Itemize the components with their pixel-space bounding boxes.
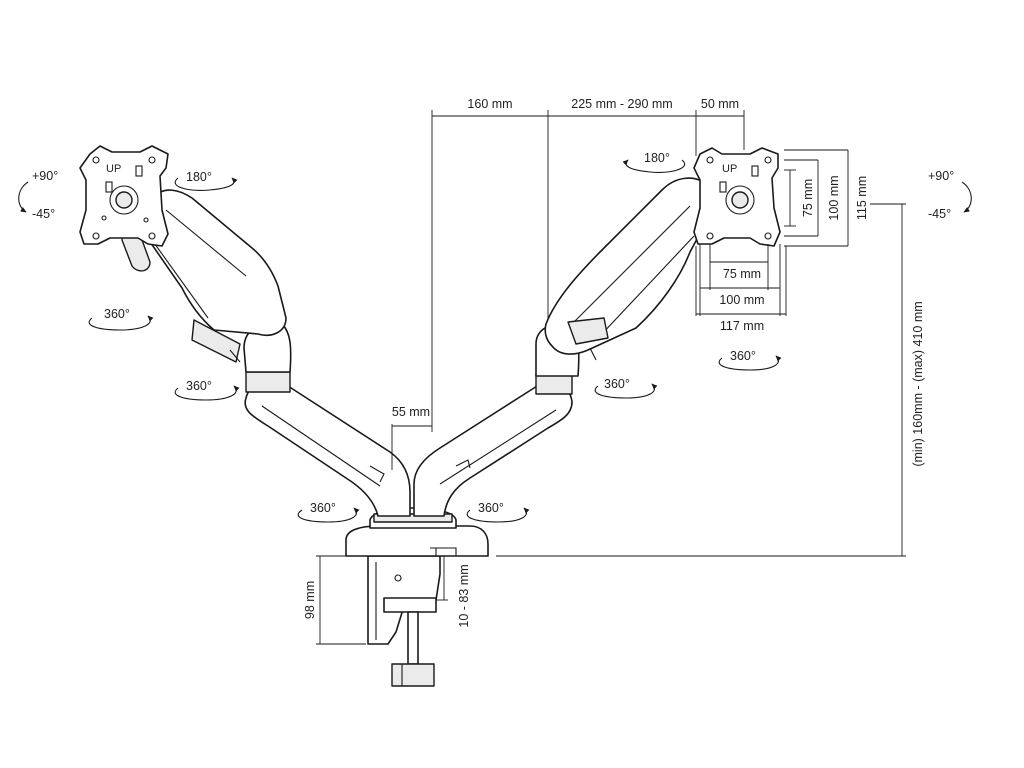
right-tilt-up-label: +90° xyxy=(928,169,954,183)
left-swivel-indicator: 180° xyxy=(174,170,238,191)
left-upper-rotation: 360° xyxy=(88,307,154,331)
right-upper-rotation-label: 360° xyxy=(730,349,756,363)
right-tilt-down-label: -45° xyxy=(928,207,951,221)
dimension-lines xyxy=(316,110,906,645)
left-mid-rotation-label: 360° xyxy=(186,379,212,393)
right-swivel-label: 180° xyxy=(644,151,670,165)
dim-arm-extension: 225 mm - 290 mm xyxy=(571,97,672,111)
dim-vesa-v-75: 75 mm xyxy=(801,179,815,217)
left-tilt-up-label: +90° xyxy=(32,169,58,183)
right-mid-rotation: 360° xyxy=(594,377,658,399)
right-plate-up-mark: UP xyxy=(722,163,737,175)
dim-vesa-h-117: 117 mm xyxy=(720,319,764,333)
dim-center-gap: 55 mm xyxy=(392,405,430,419)
right-tilt-indicator: +90° -45° xyxy=(928,169,972,221)
left-swivel-label: 180° xyxy=(186,170,212,184)
dim-desk-thickness: 10 - 83 mm xyxy=(457,564,471,627)
left-lower-arm xyxy=(244,371,411,517)
dim-height-range: (min) 160mm - (max) 410 mm xyxy=(911,301,925,466)
dim-vesa-h-100: 100 mm xyxy=(719,293,764,307)
dim-arm-reach: 160 mm xyxy=(467,97,512,111)
right-upper-arm xyxy=(544,177,714,361)
left-upper-arm xyxy=(121,189,287,363)
left-base-rotation: 360° xyxy=(297,501,360,523)
right-base-rotation-label: 360° xyxy=(478,501,504,515)
left-base-rotation-label: 360° xyxy=(310,501,336,515)
dim-clamp-height: 98 mm xyxy=(303,581,317,619)
left-vesa-plate: UP xyxy=(79,145,169,247)
left-mid-rotation: 360° xyxy=(174,379,240,401)
left-upper-rotation-label: 360° xyxy=(104,307,130,321)
right-vesa-plate: UP xyxy=(693,147,781,247)
right-upper-rotation: 360° xyxy=(718,349,782,371)
right-lower-arm xyxy=(413,373,573,517)
dim-vesa-offset: 50 mm xyxy=(701,97,739,111)
right-swivel-indicator: 180° xyxy=(622,151,685,173)
dim-vesa-h-75: 75 mm xyxy=(723,267,761,281)
right-mid-rotation-label: 360° xyxy=(604,377,630,391)
left-plate-up-mark: UP xyxy=(106,163,121,175)
left-tilt-indicator: +90° -45° xyxy=(18,169,58,221)
dim-vesa-v-100: 100 mm xyxy=(827,175,841,220)
base-plate xyxy=(345,525,489,557)
left-tilt-down-label: -45° xyxy=(32,207,55,221)
dim-vesa-v-115: 115 mm xyxy=(855,176,869,220)
desk-clamp xyxy=(367,555,441,687)
right-base-rotation: 360° xyxy=(466,501,530,523)
